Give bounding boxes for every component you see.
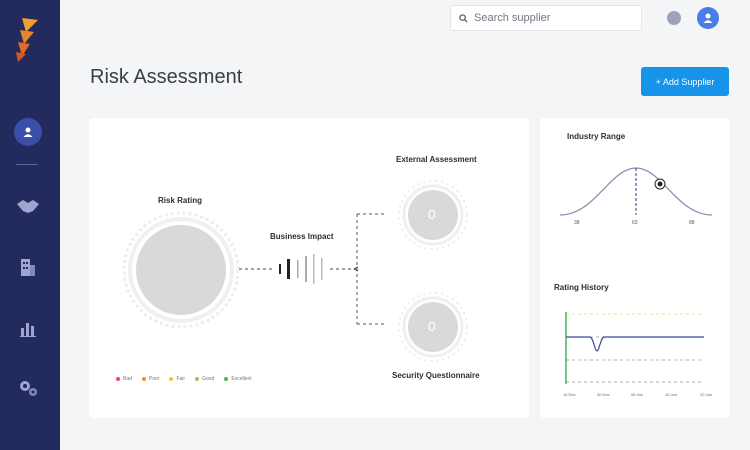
- history-tick: 15 Dec: [563, 392, 576, 397]
- legend-dot: [116, 377, 120, 381]
- history-tick: 15 Jan: [665, 392, 678, 397]
- rating-legend: Bad Poor Fair Good Excellent: [116, 376, 252, 382]
- impact-bar: [287, 259, 290, 279]
- legend-label: Good: [202, 376, 215, 382]
- impact-bar: [313, 254, 315, 284]
- legend-item: Poor: [141, 376, 160, 382]
- handshake-icon[interactable]: [16, 194, 40, 218]
- settings-gear-icon[interactable]: [16, 376, 40, 400]
- impact-bar: [279, 264, 281, 274]
- industry-range-chart: [559, 167, 713, 216]
- history-line: [566, 336, 704, 352]
- legend-label: Fair: [176, 376, 186, 382]
- history-tick: 20 Jan: [700, 392, 713, 397]
- legend-label: Bad: [123, 376, 132, 382]
- impact-bar: [297, 260, 299, 278]
- search-icon: [459, 13, 468, 23]
- legend-item: Excellent: [224, 376, 252, 382]
- external-assessment-gauge: [408, 190, 458, 240]
- search-placeholder: Search supplier: [474, 12, 551, 24]
- legend-dot: [141, 377, 146, 381]
- legend-dot: [195, 377, 200, 381]
- history-tick: 05 Jan: [631, 392, 644, 397]
- rating-history-chart: [565, 312, 704, 384]
- search-input[interactable]: Search supplier: [450, 5, 642, 31]
- range-tick: 63: [632, 220, 638, 226]
- business-impact-label: Business Impact: [270, 232, 334, 241]
- impact-bar: [321, 258, 323, 280]
- range-tick: 88: [689, 220, 695, 226]
- sidebar: [0, 0, 60, 450]
- industry-range-title: Industry Range: [567, 132, 626, 141]
- logo-icon[interactable]: [14, 18, 40, 62]
- risk-rating-label: Risk Rating: [158, 196, 203, 205]
- legend-item: Bad: [116, 376, 132, 382]
- legend-dot: [224, 377, 229, 381]
- risk-rating-gauge: [136, 225, 226, 315]
- notification-icon[interactable]: [667, 11, 681, 25]
- building-icon[interactable]: [16, 255, 40, 279]
- external-score: 0: [428, 206, 436, 222]
- range-tick: 38: [574, 220, 580, 226]
- rating-history-title: Rating History: [554, 283, 609, 292]
- history-tick: 30 Dec: [597, 392, 610, 397]
- nav-profile-icon[interactable]: [14, 118, 42, 146]
- legend-item: Fair: [169, 376, 185, 382]
- add-supplier-button[interactable]: + Add Supplier: [641, 67, 729, 96]
- impact-bar: [305, 256, 307, 282]
- user-avatar[interactable]: [697, 7, 719, 29]
- risk-diagram: [122, 180, 468, 362]
- security-score: 0: [428, 318, 436, 334]
- legend-item: Good: [195, 376, 214, 382]
- legend-dot: [169, 377, 174, 381]
- external-assessment-label: External Assessment: [396, 155, 477, 164]
- page-title: Risk Assessment: [90, 66, 243, 88]
- security-questionnaire-label: Security Questionnaire: [392, 371, 480, 380]
- legend-label: Poor: [148, 376, 160, 382]
- nav-divider: [16, 164, 38, 165]
- legend-label: Excellent: [231, 376, 252, 382]
- security-questionnaire-gauge: [408, 302, 458, 352]
- bar-chart-icon[interactable]: [16, 316, 40, 340]
